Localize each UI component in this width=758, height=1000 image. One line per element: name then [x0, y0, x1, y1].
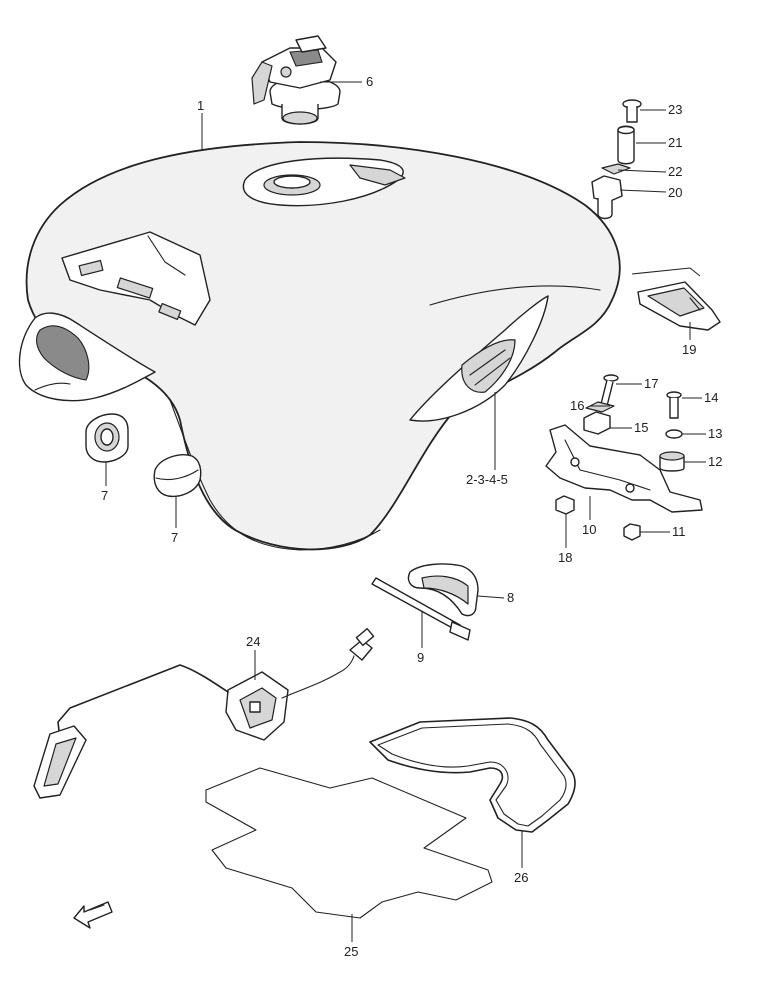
- cushion-8: [407, 563, 479, 617]
- callout-21: 21: [668, 135, 682, 150]
- side-bracket-assembly: [545, 374, 703, 541]
- callout-10: 10: [582, 522, 596, 537]
- callout-14: 14: [704, 390, 718, 405]
- callout-8: 8: [507, 590, 514, 605]
- cable-tie-9: [371, 577, 471, 641]
- callout-1: 1: [197, 98, 204, 113]
- callout-13: 13: [708, 426, 722, 441]
- callout-6: 6: [366, 74, 373, 89]
- fuel-cap: [251, 35, 341, 125]
- callout-16: 16: [570, 398, 584, 413]
- rear-mount-stack: [591, 99, 642, 220]
- callout-26: 26: [514, 870, 528, 885]
- callout-20: 20: [668, 185, 682, 200]
- callout-12: 12: [708, 454, 722, 469]
- callout-19: 19: [682, 342, 696, 357]
- callout-7a: 7: [101, 488, 108, 503]
- pad-25: [205, 767, 493, 919]
- callout-labels: 1 6 23 21 22 20 19 17 14 16 15 13 12 2-3…: [101, 74, 722, 959]
- callout-22: 22: [668, 164, 682, 179]
- fuel-sender-24: [33, 627, 375, 799]
- callout-25: 25: [344, 944, 358, 959]
- callout-9: 9: [417, 650, 424, 665]
- front-arrow-icon: [73, 901, 113, 929]
- side-plugs: [85, 413, 202, 498]
- callout-11: 11: [672, 524, 686, 539]
- callout-23: 23: [668, 102, 682, 117]
- callout-7b: 7: [171, 530, 178, 545]
- rear-cushion: [637, 281, 721, 331]
- seal-26: [369, 717, 576, 833]
- callout-24: 24: [246, 634, 260, 649]
- callout-2-3-4-5: 2-3-4-5: [466, 472, 508, 487]
- leader-lines: [105, 81, 706, 942]
- callout-18: 18: [558, 550, 572, 565]
- callout-17: 17: [644, 376, 658, 391]
- callout-15: 15: [634, 420, 648, 435]
- fuel-tank: [18, 141, 621, 551]
